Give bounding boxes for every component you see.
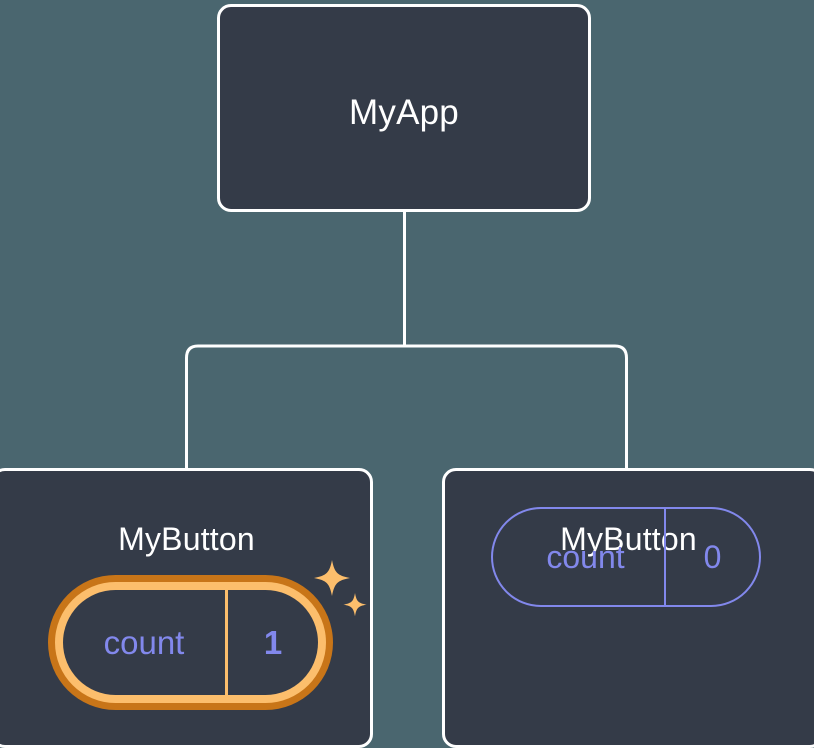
state-value-label: 1: [263, 623, 283, 661]
state-badge-count-highlighted[interactable]: count 1: [48, 575, 333, 710]
node-mybutton-left-label: MyButton: [118, 521, 255, 557]
edge-to-child-left: [185, 344, 405, 469]
state-badge-divider: [664, 509, 666, 605]
state-value-label: 0: [703, 538, 722, 575]
state-key-label: count: [546, 538, 625, 575]
node-mybutton-right[interactable]: MyButton count 0: [442, 468, 814, 748]
node-myapp[interactable]: MyApp: [217, 4, 591, 212]
state-badge-count-plain[interactable]: count 0: [491, 507, 761, 607]
node-mybutton-left[interactable]: MyButton count 1: [0, 468, 373, 748]
node-myapp-label: MyApp: [349, 93, 459, 132]
state-badge-body: count 1: [63, 590, 318, 695]
edge-to-child-right: [404, 344, 628, 469]
state-key-label: count: [103, 623, 185, 661]
state-badge-divider: [225, 590, 228, 695]
